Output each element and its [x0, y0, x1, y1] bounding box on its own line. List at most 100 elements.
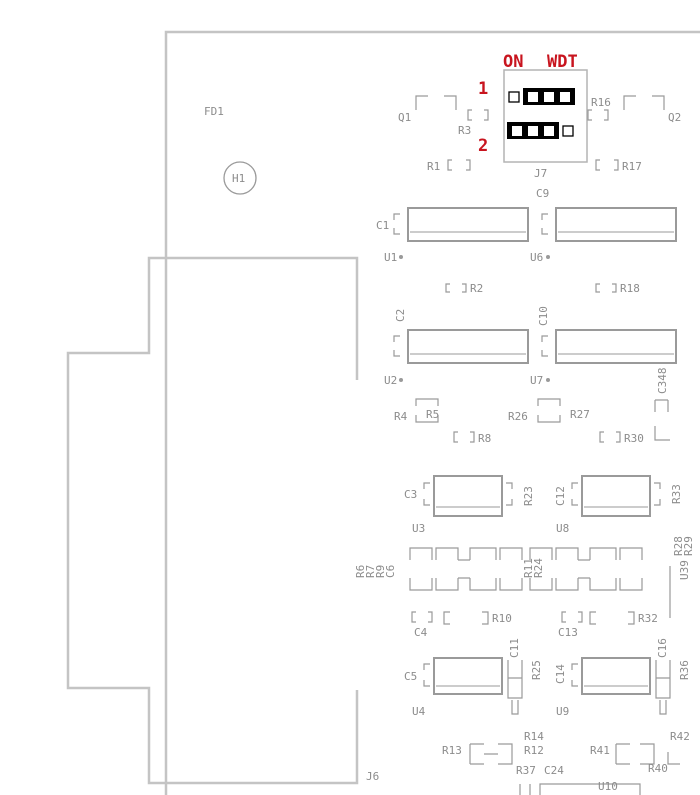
- r10-footprint: [443, 611, 489, 625]
- label-u3: U3: [412, 522, 425, 535]
- label-r37: R37: [516, 764, 536, 777]
- on-label: ON: [503, 52, 523, 72]
- label-r6: R6: [354, 565, 367, 578]
- switch-position-1-label: 1: [478, 79, 488, 99]
- label-r27: R27: [570, 408, 590, 421]
- c3-footprint: [423, 482, 430, 506]
- label-r13: R13: [442, 744, 462, 757]
- label-c10: C10: [537, 306, 550, 326]
- u3-chip: [433, 475, 503, 517]
- label-c4: C4: [414, 626, 428, 639]
- label-r33: R33: [670, 484, 683, 504]
- label-r11: R11: [522, 558, 535, 578]
- r17-footprint: [595, 159, 619, 171]
- r16-footprint: [587, 109, 609, 121]
- c12-footprint: [571, 482, 578, 506]
- r2-footprint: [445, 283, 467, 293]
- label-c2: C2: [394, 309, 407, 322]
- label-r40: R40: [648, 762, 668, 775]
- c13-footprint: [561, 611, 583, 623]
- label-r2: R2: [470, 282, 483, 295]
- r8-footprint: [453, 431, 475, 443]
- label-q2: Q2: [668, 111, 681, 124]
- c2-footprint: [393, 335, 400, 357]
- label-c3: C3: [404, 488, 417, 501]
- r3-footprint: [467, 109, 489, 121]
- wdt-label: WDT: [547, 52, 578, 72]
- label-r23: R23: [522, 486, 535, 506]
- label-r8: R8: [478, 432, 491, 445]
- h1-mounting-hole: [223, 161, 257, 195]
- c10-footprint: [541, 335, 548, 357]
- board-outline: [164, 30, 700, 795]
- j7-dip-switch: [503, 69, 588, 163]
- c9-footprint: [541, 213, 548, 235]
- label-r24: R24: [532, 558, 545, 578]
- switch1-open-pad: [508, 91, 520, 103]
- label-r14: R14: [524, 730, 544, 743]
- label-h1: H1: [232, 172, 245, 185]
- label-r26: R26: [508, 410, 528, 423]
- label-r9: R9: [374, 565, 387, 578]
- u1-chip: [407, 207, 529, 242]
- u10-footprint: [539, 783, 641, 795]
- label-c348: C348: [656, 368, 669, 395]
- resistor-array-right: [529, 547, 643, 591]
- u7-chip: [555, 329, 677, 364]
- label-r29: R29: [682, 536, 695, 556]
- label-u7: U7: [530, 374, 543, 387]
- r13-r14-footprint: [469, 743, 513, 765]
- c24-footprint: [519, 784, 531, 795]
- u8-chip: [581, 475, 651, 517]
- label-r28: R28: [672, 536, 685, 556]
- c4-footprint: [411, 611, 433, 623]
- r1-footprint: [447, 159, 471, 171]
- q1-footprint: [415, 95, 457, 110]
- label-u10: U10: [598, 780, 618, 793]
- label-r18: R18: [620, 282, 640, 295]
- j6-connector-outline: [66, 256, 359, 785]
- u9-chip: [581, 657, 651, 695]
- u4-chip: [433, 657, 503, 695]
- c348-pad: [654, 426, 670, 441]
- label-r30: R30: [624, 432, 644, 445]
- label-u9: U9: [556, 705, 569, 718]
- label-c9: C9: [536, 187, 549, 200]
- label-u6: U6: [530, 251, 543, 264]
- r26-r27-footprint: [537, 398, 561, 423]
- c16-r36-footprint: [655, 660, 671, 715]
- label-r7: R7: [364, 565, 377, 578]
- label-u2: U2: [384, 374, 397, 387]
- label-r32: R32: [638, 612, 658, 625]
- r4-r5-footprint: [415, 398, 439, 423]
- label-r25: R25: [530, 660, 543, 680]
- label-r17: R17: [622, 160, 642, 173]
- label-r16: R16: [591, 96, 611, 109]
- label-r4: R4: [394, 410, 408, 423]
- q2-footprint: [623, 95, 665, 110]
- label-u8: U8: [556, 522, 569, 535]
- label-c11: C11: [508, 638, 521, 658]
- r41-r42-footprint: [615, 743, 655, 765]
- resistor-array-left: [409, 547, 523, 591]
- label-u39: U39: [678, 560, 691, 580]
- label-r3: R3: [458, 124, 471, 137]
- c348-footprint: [654, 399, 669, 412]
- label-c5: C5: [404, 670, 417, 683]
- label-fd1: FD1: [204, 105, 224, 118]
- c14-footprint: [571, 663, 578, 687]
- u2-chip: [407, 329, 529, 364]
- label-c14: C14: [554, 664, 567, 684]
- label-c6: C6: [384, 565, 397, 578]
- label-j7: J7: [534, 167, 547, 180]
- label-c13: C13: [558, 626, 578, 639]
- c1-footprint: [393, 213, 400, 235]
- c11-r25-footprint: [507, 660, 523, 715]
- u6-chip: [555, 207, 677, 242]
- switch-position-2-label: 2: [478, 136, 488, 156]
- label-r1: R1: [427, 160, 440, 173]
- label-r5: R5: [426, 408, 439, 421]
- label-r10: R10: [492, 612, 512, 625]
- switch2-open-pad: [562, 125, 574, 137]
